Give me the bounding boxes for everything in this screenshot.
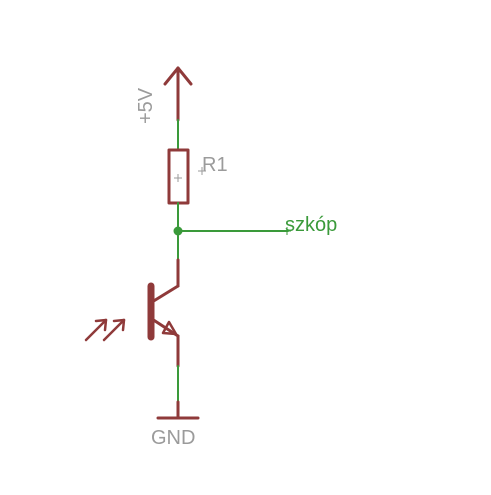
ground-symbol[interactable]	[156, 400, 200, 420]
light-arrows-icon	[84, 318, 126, 342]
ground-label: GND	[151, 427, 195, 449]
phototransistor[interactable]	[147, 258, 180, 368]
net-label: szkóp	[285, 214, 337, 236]
net-label-cross	[283, 227, 291, 235]
supply-symbol[interactable]	[163, 66, 193, 122]
resistor-origin-cross	[198, 167, 206, 175]
resistor-label: R1	[202, 154, 228, 176]
resistor-r1[interactable]	[167, 148, 190, 205]
supply-label: +5V	[135, 87, 157, 124]
